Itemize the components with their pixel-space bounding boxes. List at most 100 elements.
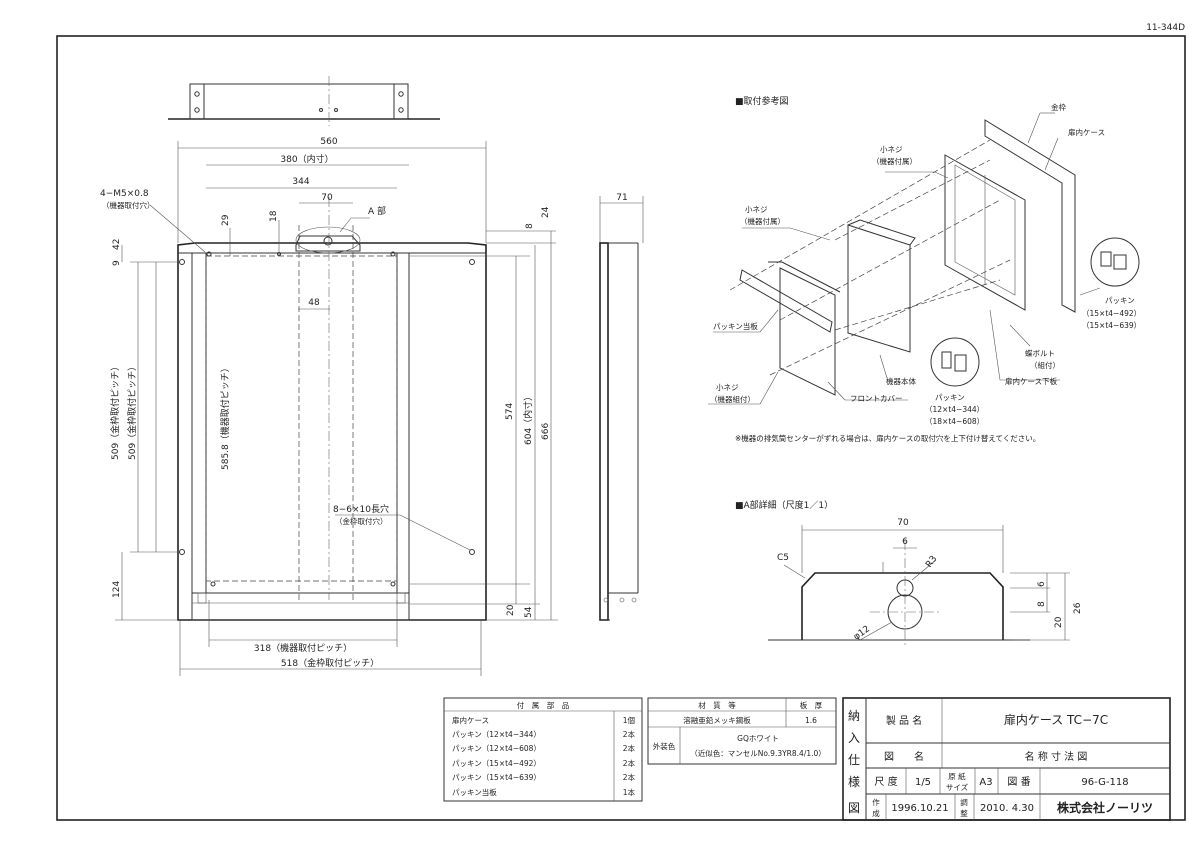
dim-318: 318（機器取付ピッチ）	[254, 642, 352, 654]
dim-48: 48	[308, 298, 320, 308]
dim-585: 585.8（機器取付ピッチ）	[219, 363, 231, 470]
label-packing1-b: （18×t4−608）	[925, 417, 984, 426]
label-wing-bolt: 蝶ボルト	[1025, 348, 1055, 358]
acc-row-qty: 2本	[623, 729, 636, 739]
tb-number-label: 図 番	[1007, 776, 1030, 788]
dim-71: 71	[616, 193, 627, 203]
acc-row-name: パッキン（12×t4−344）	[452, 730, 541, 739]
tb-adjust-date: 2010. 4.30	[980, 803, 1034, 814]
accessories-table: 付 属 部 品 扉内ケース 1個 パッキン（12×t4−344） 2本 パッキン…	[443, 697, 643, 802]
front-view: 560 380（内寸） 344 70 48 4−M5×0.8 （機器取付穴） A…	[100, 137, 558, 676]
finish-color: GQホワイト	[737, 734, 779, 743]
material-table: 材 質 等 板 厚 溶融亜鉛メッキ鋼板 1.6 外装色 GQホワイト （近似色：…	[647, 697, 837, 765]
note-slot: 8−6×10長穴	[333, 503, 389, 515]
dim-24: 24	[541, 206, 551, 218]
label-front-cover: フロントカバー	[850, 394, 903, 403]
label-screw3: 小ネジ	[716, 383, 739, 392]
tb-adjust-label2: 整	[960, 808, 968, 818]
thickness-col-header: 板 厚	[800, 700, 823, 710]
label-screw2-sub: （機器付属）	[740, 216, 785, 226]
detail-w70: 70	[897, 518, 909, 528]
acc-row-name: パッキン（15×t4−492）	[452, 759, 541, 768]
dim-18: 18	[269, 210, 279, 222]
detail-a-title: ■A部詳細（尺度1／1）	[735, 499, 833, 511]
detail-h6: 6	[1037, 581, 1047, 587]
label-packing1-a: （12×t4−344）	[925, 405, 984, 414]
note-m5: 4−M5×0.8	[100, 189, 149, 199]
label-wing-bolt-sub: （組付）	[1030, 360, 1060, 370]
tb-company: 株式会社ノーリツ	[1057, 800, 1153, 815]
label-packing-plate: パッキン当板	[713, 321, 758, 331]
title-block: 納 入 仕 様 図 製 品 名 扉内ケース TC−7C 図 名 名 称 寸 法 …	[842, 697, 1171, 821]
tb-made-date: 1996.10.21	[891, 803, 948, 814]
label-screw3-sub: （機器組付）	[710, 394, 755, 404]
tb-scale: 1/5	[915, 777, 931, 788]
acc-row-qty: 2本	[623, 772, 636, 782]
acc-row-name: パッキン（12×t4−608）	[452, 744, 541, 753]
dim-70: 70	[321, 193, 333, 203]
accessories-rows: 扉内ケース 1個 パッキン（12×t4−344） 2本 パッキン（12×t4−6…	[452, 715, 635, 797]
dim-518: 518（金枠取付ピッチ）	[281, 657, 379, 669]
label-packing2-b: （15×t4−639）	[1082, 321, 1141, 330]
dim-42: 42	[112, 239, 122, 250]
tb-side-1: 納	[848, 709, 860, 723]
acc-row-qty: 2本	[623, 758, 636, 768]
tb-drawing-label: 図 名	[884, 750, 924, 763]
dim-20: 20	[506, 604, 516, 616]
detail-c5: C5	[777, 553, 789, 563]
top-view	[168, 76, 440, 126]
dim-560: 560	[320, 137, 337, 147]
label-packing2: パッキン	[1105, 296, 1135, 305]
label-packing1: パッキン	[935, 393, 965, 402]
dim-509a: 509（金枠取付ピッチ）	[109, 362, 121, 460]
mount-ref-title: ■取付参考図	[735, 95, 789, 107]
tb-made-label: 作	[872, 797, 880, 807]
detail-h8: 8	[1037, 601, 1047, 607]
label-kanawaku: 金枠	[1051, 102, 1067, 112]
mount-note: ※機器の排気筒センターがずれる場合は、扉内ケースの取付穴を上下付け替えてください…	[735, 433, 1040, 443]
tb-scale-label: 尺 度	[874, 775, 897, 788]
detail-h20: 20	[1054, 616, 1064, 628]
drawing-code: 11-344D	[1146, 23, 1185, 33]
tb-product-name: 扉内ケース TC−7C	[1004, 713, 1108, 727]
thickness-value: 1.6	[805, 716, 817, 725]
note-a-part: A 部	[368, 205, 386, 217]
detail-h26: 26	[1073, 602, 1083, 614]
dim-9: 9	[112, 260, 122, 266]
label-screw1-sub: （機器付属）	[872, 156, 917, 166]
side-view: 71	[599, 193, 644, 621]
tb-number: 96-G-118	[1081, 777, 1128, 788]
tb-product-label: 製 品 名	[886, 714, 922, 727]
material-col-header: 材 質 等	[698, 700, 736, 710]
finish-label: 外装色	[653, 741, 676, 751]
label-screw2: 小ネジ	[745, 205, 768, 214]
tb-side-4: 様	[848, 775, 860, 789]
dim-604: 604（内寸）	[522, 392, 534, 445]
finish-note: （近似色：マンセルNo.9.3YR8.4/1.0）	[690, 748, 826, 758]
dim-380: 380（内寸）	[280, 153, 333, 165]
label-unit: 機器本体	[886, 376, 916, 386]
tb-adjust-label: 調	[960, 797, 968, 807]
tb-side-2: 入	[848, 731, 860, 745]
dim-29: 29	[221, 214, 231, 226]
dim-509b: 509（金枠取付ピッチ）	[126, 362, 138, 460]
dim-344: 344	[292, 177, 309, 187]
tb-paper-label: 原 紙	[948, 771, 966, 781]
tb-drawing-name: 名 称 寸 法 図	[1025, 750, 1088, 763]
tb-side-5: 図	[848, 801, 860, 815]
mount-reference: ■取付参考図	[708, 95, 1141, 443]
detail-w6: 6	[902, 537, 908, 547]
accessories-header: 付 属 部 品	[517, 700, 570, 710]
label-packing2-a: （15×t4−492）	[1082, 309, 1141, 318]
label-screw1: 小ネジ	[880, 145, 903, 154]
note-slot-sub: （金枠取付穴）	[335, 516, 388, 526]
acc-row-name: 扉内ケース	[452, 715, 489, 725]
dim-124: 124	[112, 581, 122, 598]
tb-paper-label2: サイズ	[946, 782, 969, 792]
note-m5-sub: （機器取付穴）	[102, 200, 155, 210]
label-lower-plate: 扉内ケース下板	[1005, 376, 1058, 386]
tb-made-label2: 成	[872, 808, 880, 818]
detail-a: ■A部詳細（尺度1／1） 70 6 R3 C5 6 8 20 26 φ12	[735, 499, 1083, 648]
tb-paper: A3	[979, 777, 992, 788]
